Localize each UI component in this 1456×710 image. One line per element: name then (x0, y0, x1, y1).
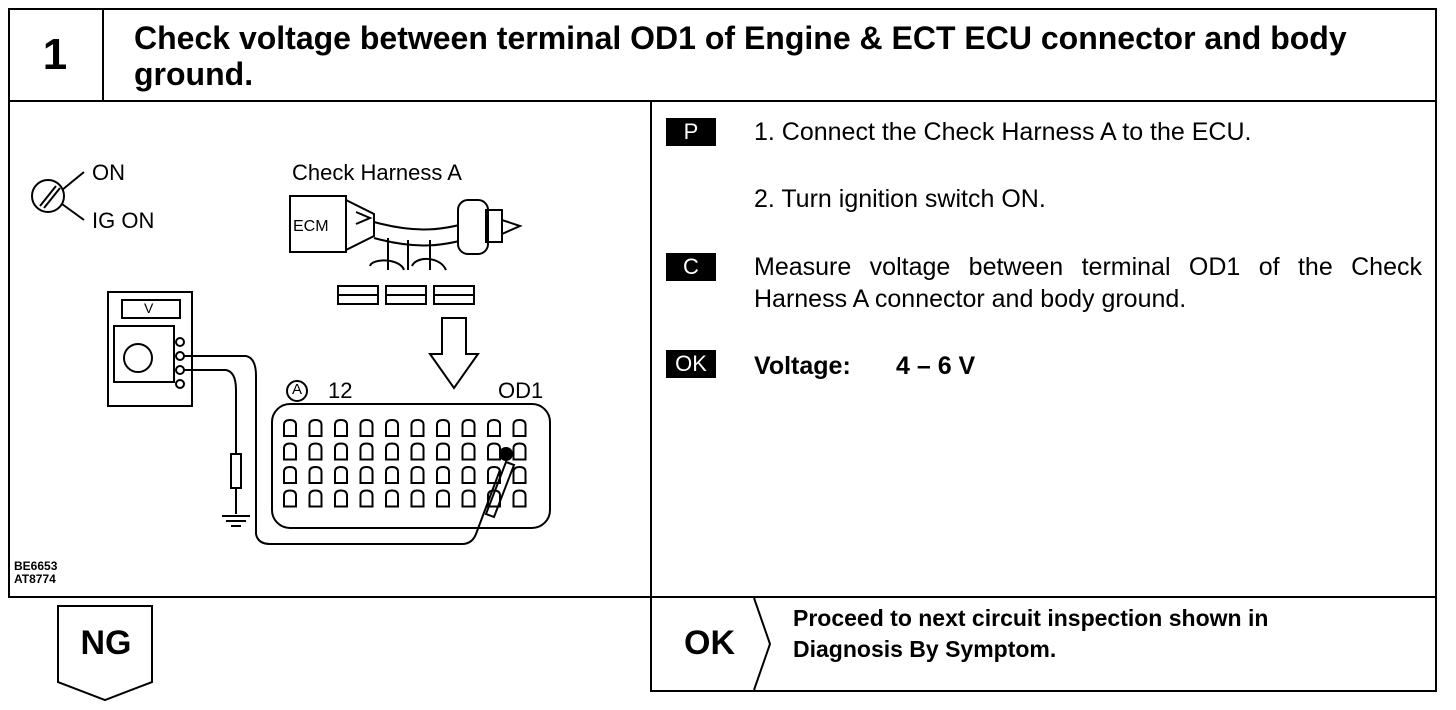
connector-pin (385, 418, 399, 437)
instruction-step: 2. Turn ignition switch ON. (754, 185, 1046, 213)
connector-pin (487, 418, 501, 437)
p-tag: P (666, 118, 716, 146)
connector-pin (359, 442, 374, 461)
ng-label: NG (80, 624, 132, 662)
connector-pin (385, 442, 399, 461)
voltmeter-icon (107, 291, 193, 407)
ecm-label: ECM (293, 218, 329, 235)
step-number: 1 (8, 8, 104, 102)
connector-pin (512, 465, 527, 484)
connector-pin (461, 489, 476, 508)
connector-pin (334, 489, 348, 508)
connector-pin (410, 442, 425, 461)
arrow-down-icon (428, 317, 480, 390)
connector-pin (487, 489, 501, 508)
connector-pin (461, 442, 476, 461)
connector-pin (308, 489, 323, 508)
ng-result-badge (57, 605, 153, 702)
connector-marker: A (291, 381, 302, 398)
od1-terminal-mark (499, 447, 513, 461)
connector-pin (461, 465, 476, 484)
switch-on-label: ON (92, 160, 125, 185)
meter-label: V (144, 300, 154, 316)
ignition-key-icon (31, 179, 65, 213)
connector-pin (461, 418, 476, 437)
ecu-connector (271, 403, 551, 529)
connector-pin (334, 418, 348, 437)
connector-pin (308, 418, 323, 437)
connector-pin (359, 489, 374, 508)
connector-pin (334, 465, 348, 484)
connector-pin (512, 489, 527, 508)
connector-pin (512, 418, 527, 437)
connector-pin (436, 489, 450, 508)
ok-result-box (650, 596, 1437, 692)
connector-pin (410, 418, 425, 437)
connector-pin (283, 465, 297, 484)
voltage-value: 4 – 6 V (896, 352, 976, 380)
connector-pin (410, 489, 425, 508)
switch-ig-on-label: IG ON (92, 208, 155, 233)
pin-number: 12 (328, 378, 353, 403)
connector-pin (334, 442, 348, 461)
connector-pin (385, 489, 399, 508)
harness-label: Check Harness A (292, 160, 462, 185)
connector-pins (283, 418, 527, 508)
ok-text-line: Diagnosis By Symptom. (793, 636, 1057, 662)
instruction-panel (650, 100, 1437, 598)
voltage-label: Voltage: (754, 352, 851, 380)
connector-pin (436, 418, 450, 437)
connector-pin (487, 442, 501, 461)
connector-pin (487, 465, 501, 484)
step-header (8, 8, 1437, 102)
connector-pin (283, 442, 297, 461)
measure-text: Measure voltage between terminal OD1 of … (754, 253, 1422, 313)
connector-pin (410, 465, 425, 484)
connector-pin (308, 465, 323, 484)
connector-pin (436, 465, 450, 484)
c-tag: C (666, 253, 716, 281)
figure-code: BE6653 (14, 559, 58, 573)
ok-tag: OK (666, 350, 716, 378)
connector-pin (436, 442, 450, 461)
connector-pin (359, 465, 374, 484)
connector-pin (308, 442, 323, 461)
ok-label: OK (684, 624, 735, 662)
connector-pin (512, 442, 527, 461)
ok-text-line: Proceed to next circuit inspection shown… (793, 605, 1269, 631)
ok-text: Proceed to next circuit inspection shown… (793, 603, 1268, 665)
connector-pin (283, 489, 297, 508)
connector-pin (359, 418, 374, 437)
instruction-step: 1. Connect the Check Harness A to the EC… (754, 118, 1252, 146)
figure-code: AT8774 (14, 572, 56, 586)
terminal-label: OD1 (498, 378, 544, 403)
connector-pin (283, 418, 297, 437)
connector-pin (385, 465, 399, 484)
chevron-right-icon (753, 597, 772, 691)
step-title: Check voltage between terminal OD1 of En… (134, 20, 1347, 92)
